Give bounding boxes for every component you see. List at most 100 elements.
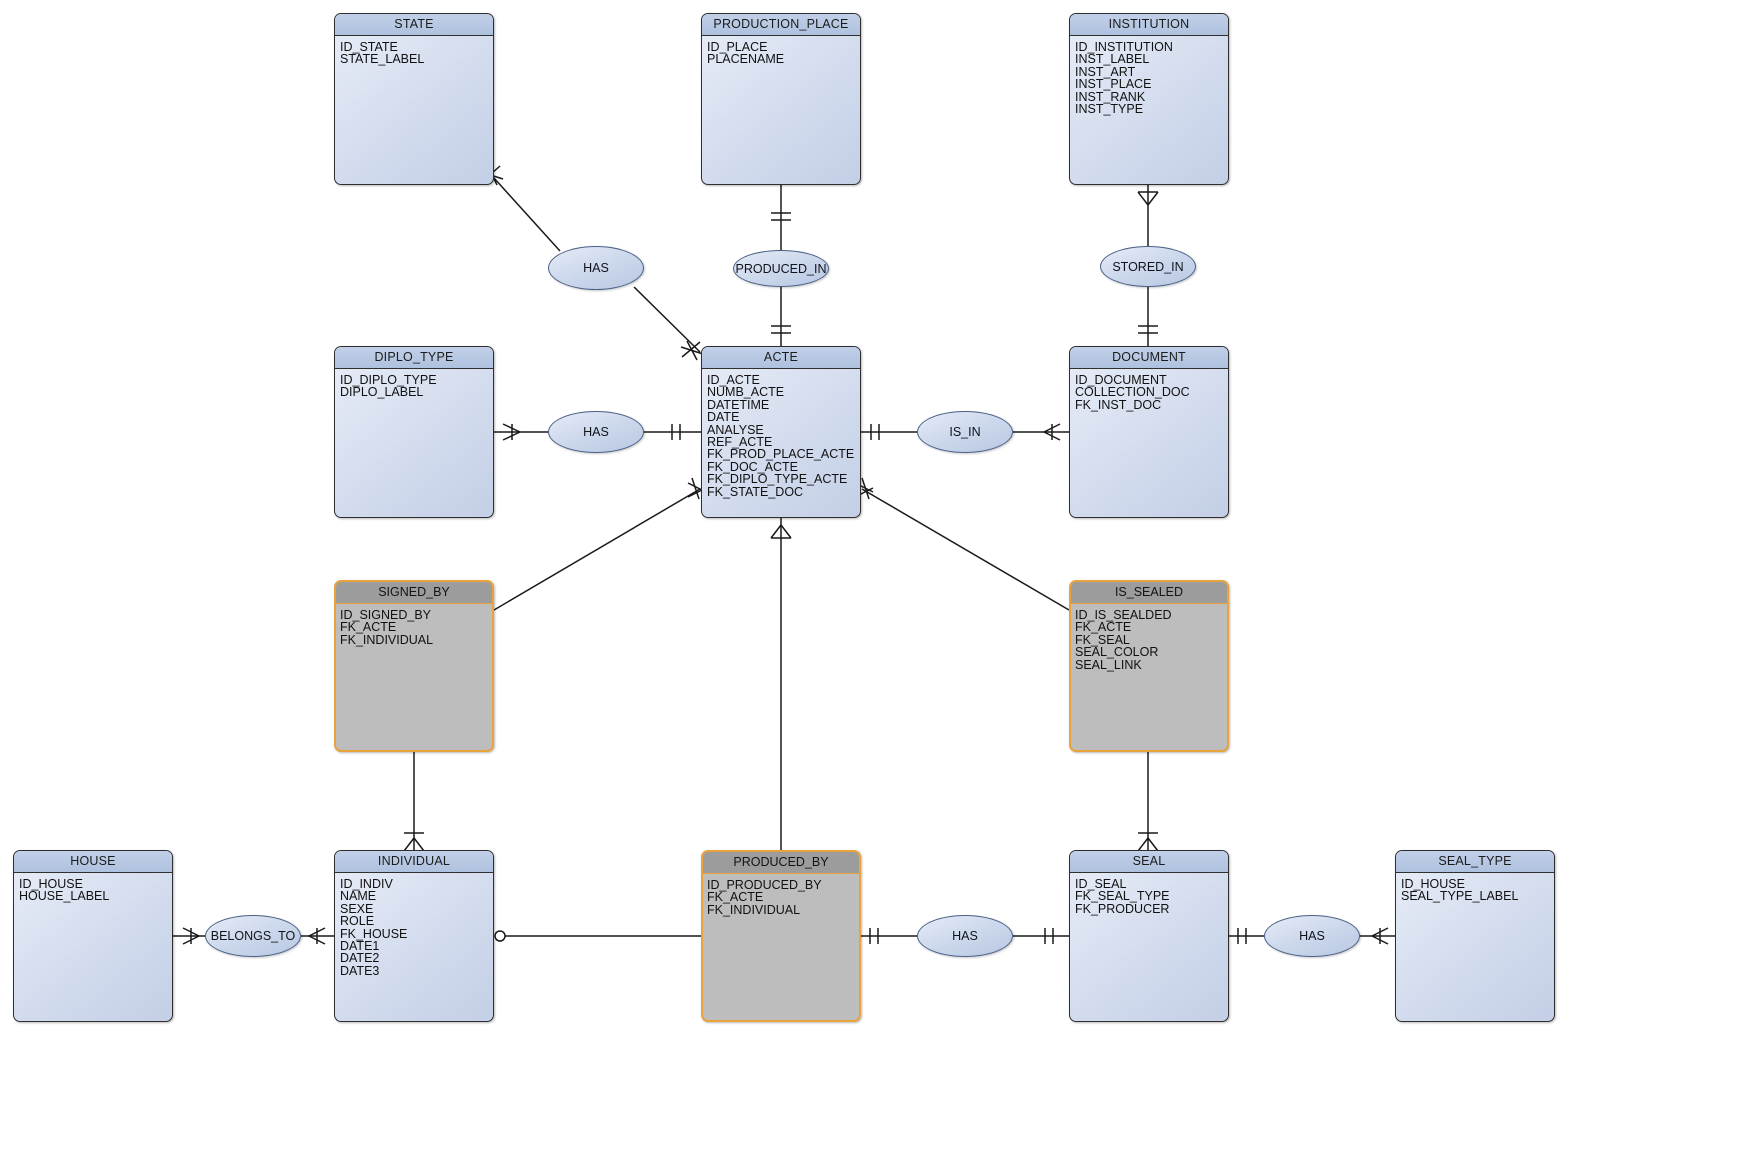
field-row: ID_SIGNED_BY xyxy=(340,608,432,622)
cardinality-has-acte xyxy=(680,340,704,361)
field-row: FK_INDIVIDUAL xyxy=(340,632,434,647)
field-row: FK_DIPLO_TYPE_ACTE xyxy=(707,472,848,487)
field-row: ID_PRODUCED_BY xyxy=(707,878,822,892)
relationship-rel_belongs_to[interactable]: BELONGS_TO xyxy=(205,915,301,957)
field-row: HOUSE_LABEL xyxy=(19,889,110,904)
relationship-rel_is_in[interactable]: IS_IN xyxy=(917,411,1013,453)
field-row: INST_ART xyxy=(1075,64,1136,79)
relationship-rel_has_seal[interactable]: HAS xyxy=(1264,915,1360,957)
field-row: FK_HOUSE xyxy=(340,926,408,941)
field-row: FK_SEAL_TYPE xyxy=(1075,889,1170,904)
field-row: SEAL_TYPE_LABEL xyxy=(1401,889,1519,904)
edge-acte-issealed xyxy=(861,488,1070,611)
field-row: ID_HOUSE xyxy=(1401,877,1465,891)
cardinality-diplo xyxy=(502,423,521,441)
cardinality-acte-producedby-top xyxy=(770,524,792,539)
field-row: FK_ACTE xyxy=(340,620,397,635)
field-row: ID_ACTE xyxy=(707,373,760,387)
field-row: ROLE xyxy=(340,914,375,929)
cardinality-signedby-individual xyxy=(403,832,425,852)
table-header-individual: INDIVIDUAL xyxy=(335,851,493,873)
cardinality-has-seal xyxy=(1044,928,1054,944)
field-row: ID_DIPLO_TYPE xyxy=(340,373,437,387)
edge-state-has xyxy=(493,177,561,252)
table-header-acte: ACTE xyxy=(702,347,860,369)
table-header-production_place: PRODUCTION_PLACE xyxy=(702,14,860,36)
relationship-rel_has_prod[interactable]: HAS xyxy=(917,915,1013,957)
field-row: NUMB_ACTE xyxy=(707,385,785,400)
field-row: FK_ACTE xyxy=(1075,620,1132,635)
field-row: STATE_LABEL xyxy=(340,52,425,67)
field-row: REF_ACTE xyxy=(707,434,773,449)
table-header-document: DOCUMENT xyxy=(1070,347,1228,369)
relationship-rel_has_diplo[interactable]: HAS xyxy=(548,411,644,453)
field-row: FK_INST_DOC xyxy=(1075,397,1162,412)
field-row: ID_SEAL xyxy=(1075,877,1127,891)
field-row: FK_PROD_PLACE_ACTE xyxy=(707,447,855,462)
field-row: ANALYSE xyxy=(707,422,764,437)
field-row: INST_TYPE xyxy=(1075,101,1144,116)
field-row: ID_DOCUMENT xyxy=(1075,373,1167,387)
table-header-house: HOUSE xyxy=(14,851,172,873)
table-header-seal: SEAL xyxy=(1070,851,1228,873)
field-row: SEXE xyxy=(340,901,374,916)
field-row: DATE1 xyxy=(340,938,380,953)
field-row: NAME xyxy=(340,889,377,904)
field-row: DATETIME xyxy=(707,397,770,412)
cardinality-zero-individual xyxy=(494,930,506,942)
field-row: FK_STATE_DOC xyxy=(707,484,804,499)
field-row: FK_DOC_ACTE xyxy=(707,459,798,474)
field-row: DATE xyxy=(707,410,740,425)
cardinality-seal-has xyxy=(1237,928,1247,944)
field-row: ID_INSTITUTION xyxy=(1075,40,1173,54)
relationship-rel_has_state[interactable]: HAS xyxy=(548,246,644,290)
field-row: ID_STATE xyxy=(340,40,398,54)
field-row: ID_IS_SEALDED xyxy=(1075,608,1172,622)
field-row: ID_HOUSE xyxy=(19,877,83,891)
cardinality-individual-belongs xyxy=(308,927,326,945)
field-row: INST_PLACE xyxy=(1075,77,1152,92)
table-header-seal_type: SEAL_TYPE xyxy=(1396,851,1554,873)
cardinality-issealed-seal xyxy=(1137,832,1159,852)
field-row: INST_RANK xyxy=(1075,89,1146,104)
field-row: ID_PLACE xyxy=(707,40,768,54)
field-row: SEAL_LINK xyxy=(1075,657,1142,672)
relationship-rel_stored_in[interactable]: STORED_IN xyxy=(1100,246,1196,287)
relationship-rel_produced_in[interactable]: PRODUCED_IN xyxy=(733,250,829,287)
field-row: INST_LABEL xyxy=(1075,52,1150,67)
table-header-diplo_type: DIPLO_TYPE xyxy=(335,347,493,369)
cardinality-inst xyxy=(1137,191,1159,206)
cardinality-producedby-has xyxy=(869,928,879,944)
field-row: DATE2 xyxy=(340,951,380,966)
cardinality-doc-isin xyxy=(1043,423,1061,441)
table-header-institution: INSTITUTION xyxy=(1070,14,1228,36)
field-row: FK_SEAL xyxy=(1075,632,1130,647)
field-row: FK_ACTE xyxy=(707,890,764,905)
